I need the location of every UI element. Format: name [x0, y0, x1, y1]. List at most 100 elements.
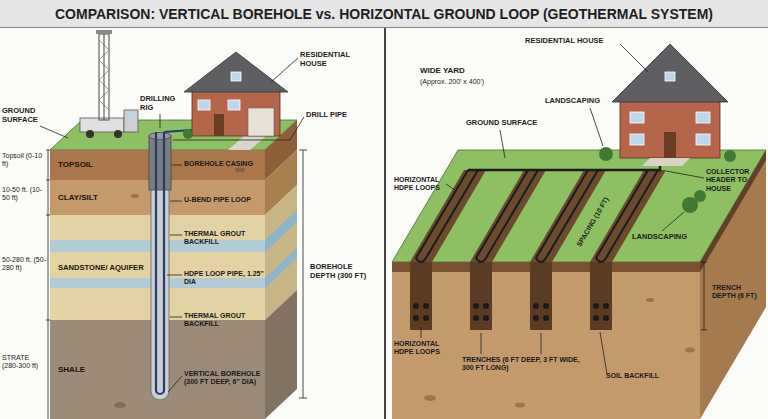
- leader-line: [500, 130, 505, 158]
- leader-line: [170, 317, 182, 318]
- house: [183, 129, 193, 139]
- ground-block: [265, 290, 297, 419]
- callout-label: LANDSCAPING: [545, 96, 607, 105]
- callout-label: Topsoil (0-10 ft): [2, 152, 46, 169]
- band-name: CLAY/SILT: [58, 193, 98, 203]
- callout-label: BOREHOLE DEPTH (300 FT): [310, 262, 378, 280]
- band-name: SANDSTONE/ AQUIFER: [58, 263, 144, 272]
- borehole: [156, 132, 164, 394]
- leader-line: [40, 126, 68, 138]
- landscaping-bush: [599, 147, 613, 161]
- landscaping-bush: [694, 190, 706, 202]
- yard-block: [685, 348, 695, 353]
- strata-band: SANDSTONE/ AQUIFER: [50, 215, 148, 320]
- drilling-rig: [80, 30, 138, 138]
- callout-label: GROUND SURFACE: [2, 106, 58, 124]
- ground-block: [131, 194, 139, 198]
- landscaping-bush: [724, 150, 736, 162]
- leader-line: [170, 201, 182, 202]
- callout-label: THERMAL GROUT BACKFILL: [184, 312, 264, 329]
- yard-block: [700, 150, 766, 272]
- leader-line: [421, 327, 422, 338]
- house: [198, 100, 210, 110]
- callout-label: 10-50 ft. (10-50 ft): [2, 186, 46, 203]
- pipe-section: [543, 315, 549, 321]
- callout-label: THERMAL GROUT BACKFILL: [184, 230, 264, 247]
- hdpe-loop: [416, 170, 478, 262]
- pipe-section: [413, 303, 419, 309]
- leader-line: [168, 376, 182, 392]
- callout-label: SOIL BACKFILL: [606, 372, 678, 380]
- pipe-section: [473, 315, 479, 321]
- drilling-rig: [86, 130, 94, 138]
- house: [664, 132, 676, 158]
- yard-block: [700, 150, 766, 419]
- leader-line: [271, 58, 298, 82]
- ground-block: [228, 136, 266, 150]
- pipe-section: [593, 315, 599, 321]
- callout-label: 50-280 ft. (50-280 ft): [2, 256, 46, 273]
- trench: [410, 170, 666, 330]
- callout-label: TRENCH DEPTH (6 FT): [712, 284, 762, 301]
- ground-block: [114, 402, 126, 408]
- callout-label: VERTICAL BOREHOLE (300 FT DEEP, 6" DIA): [184, 370, 264, 387]
- diagram-title: COMPARISON: VERTICAL BOREHOLE vs. HORIZO…: [55, 6, 713, 22]
- leader-line: [170, 235, 182, 236]
- strata-band: CLAY/SILT: [50, 180, 148, 215]
- house: [231, 72, 241, 81]
- leader-line: [172, 165, 182, 166]
- leader-line: [421, 44, 704, 374]
- borehole: [149, 130, 192, 400]
- house: [228, 100, 240, 110]
- callout-label: TRENCHES (6 FT DEEP, 3 FT WIDE, 300 FT L…: [462, 356, 580, 373]
- borehole: [149, 133, 171, 140]
- callout-label: COLLECTOR HEADER TO HOUSE: [706, 168, 764, 193]
- hdpe-loop: [476, 170, 538, 262]
- callout-label: DRILL PIPE: [306, 110, 376, 119]
- callout-label: STRATE (280-300 ft): [2, 354, 46, 371]
- callout-label: DRILLING RIG: [140, 94, 184, 112]
- pipe-section: [413, 315, 419, 321]
- leader-line: [40, 58, 304, 392]
- house: [620, 100, 720, 158]
- pipe-section: [483, 315, 489, 321]
- hdpe-loop: [536, 170, 598, 262]
- house: [612, 44, 728, 166]
- drilling-rig: [96, 30, 112, 34]
- dimension-bracket: [46, 150, 307, 419]
- trench: [530, 262, 552, 330]
- leader-line: [662, 212, 684, 231]
- pipe-section: [543, 303, 549, 309]
- pipe-section: [423, 303, 429, 309]
- drilling-rig: [127, 113, 135, 119]
- ground-block: [50, 120, 297, 419]
- house: [612, 44, 728, 102]
- house: [696, 112, 710, 123]
- callout-label: BOREHOLE CASING: [184, 160, 264, 168]
- leader-line: [446, 184, 455, 190]
- pipe-section: [473, 303, 479, 309]
- band-name: SHALE: [58, 365, 85, 375]
- leader-line: [481, 333, 541, 354]
- leader-line: [160, 114, 161, 128]
- yard-block: [424, 395, 436, 401]
- leader-line: [666, 171, 704, 178]
- callout-label: HDPE LOOP PIPE, 1.25" DIA: [184, 270, 264, 287]
- leader-line: [600, 332, 607, 374]
- drilling-rig: [99, 34, 109, 120]
- trench: [410, 170, 486, 262]
- pipe-section: [593, 303, 599, 309]
- house: [665, 72, 675, 81]
- pipe-section: [603, 315, 609, 321]
- house: [696, 134, 710, 145]
- leader-line: [167, 275, 182, 276]
- yard-block: [646, 298, 654, 302]
- pipe-section: [413, 303, 609, 321]
- yard-block: [392, 262, 700, 419]
- leader-line: [173, 117, 304, 140]
- callout-label: WIDE YARD: [420, 66, 530, 76]
- house: [192, 90, 280, 136]
- ground-block: [265, 248, 297, 288]
- hdpe-loop: [416, 158, 660, 262]
